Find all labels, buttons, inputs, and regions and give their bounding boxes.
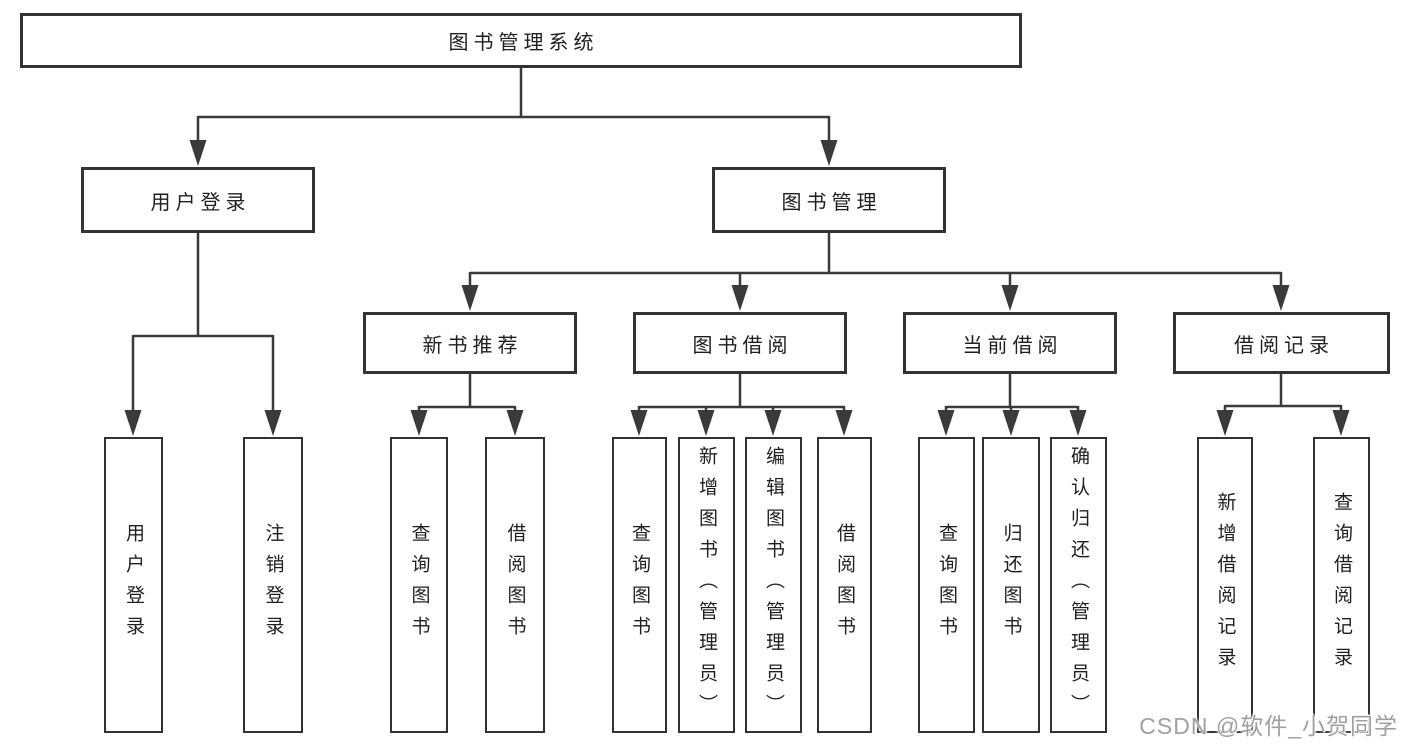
arrow-down-icon: [264, 410, 282, 436]
arrow-down-icon: [124, 410, 142, 436]
leaf-query-borrow-record: 查询借阅记录: [1313, 437, 1370, 733]
arrowheads: [124, 140, 1350, 436]
node-root: 图书管理系统: [20, 13, 1022, 68]
node-book-borrow-label: 图书借阅: [692, 334, 793, 357]
leaf-return-books: 归还图书: [982, 437, 1040, 733]
csdn-watermark: CSDN @软件_小贺同学: [1139, 713, 1398, 739]
node-new-book-recommend: 新书推荐: [363, 312, 577, 374]
leaf-borrow-books-label: 借阅图书: [834, 523, 855, 647]
leaf-query-books-recommend-label: 查询图书: [408, 523, 430, 647]
leaf-query-books-current: 查询图书: [918, 437, 975, 733]
leaf-return-books-label: 归还图书: [1000, 523, 1022, 647]
arrow-down-icon: [189, 140, 207, 166]
leaf-user-login-label: 用户登录: [123, 523, 144, 647]
node-new-book-recommend-label: 新书推荐: [422, 334, 523, 357]
arrow-down-icon: [764, 410, 782, 436]
leaf-confirm-return-admin-label: 确认归还（管理员）: [1068, 445, 1089, 725]
leaf-query-books-borrow-label: 查询图书: [629, 523, 650, 647]
leaf-query-books-current-label: 查询图书: [936, 523, 957, 647]
arrow-down-icon: [731, 285, 749, 311]
leaf-user-login: 用户登录: [104, 437, 163, 733]
leaf-add-book-admin: 新增图书（管理员）: [678, 437, 735, 733]
arrow-down-icon: [835, 410, 853, 436]
arrow-down-icon: [506, 410, 524, 436]
arrow-down-icon: [1216, 410, 1234, 436]
arrow-down-icon: [461, 285, 479, 311]
leaf-logout: 注销登录: [243, 437, 303, 733]
node-book-management-label: 图书管理: [781, 191, 882, 214]
arrow-down-icon: [1332, 410, 1350, 436]
arrow-down-icon: [410, 410, 428, 436]
node-current-borrow: 当前借阅: [903, 312, 1117, 374]
node-borrow-records: 借阅记录: [1173, 312, 1390, 374]
leaf-query-books-recommend: 查询图书: [390, 437, 448, 733]
arrow-down-icon: [1272, 285, 1290, 311]
node-user-login-label: 用户登录: [150, 191, 251, 214]
leaf-borrow-books: 借阅图书: [817, 437, 872, 733]
leaf-confirm-return-admin: 确认归还（管理员）: [1050, 437, 1107, 733]
leaf-query-books-borrow: 查询图书: [612, 437, 667, 733]
node-root-label: 图书管理系统: [448, 32, 599, 54]
node-current-borrow-label: 当前借阅: [962, 334, 1063, 357]
leaf-edit-book-admin-label: 编辑图书（管理员）: [763, 445, 784, 725]
node-book-management: 图书管理: [712, 167, 946, 233]
leaf-borrow-books-recommend: 借阅图书: [485, 437, 545, 733]
arrow-down-icon: [1002, 410, 1020, 436]
node-borrow-records-label: 借阅记录: [1234, 334, 1334, 357]
leaf-add-borrow-record-label: 新增借阅记录: [1214, 492, 1236, 678]
leaf-borrow-books-recommend-label: 借阅图书: [504, 523, 526, 647]
node-user-login: 用户登录: [81, 167, 315, 233]
leaf-add-borrow-record: 新增借阅记录: [1197, 437, 1253, 733]
arrow-down-icon: [1069, 410, 1087, 436]
arrow-down-icon: [630, 410, 648, 436]
leaf-edit-book-admin: 编辑图书（管理员）: [745, 437, 802, 733]
node-book-borrow: 图书借阅: [633, 312, 847, 374]
arrow-down-icon: [1001, 285, 1019, 311]
arrow-down-icon: [820, 140, 838, 166]
leaf-add-book-admin-label: 新增图书（管理员）: [696, 445, 717, 725]
leaf-logout-label: 注销登录: [262, 523, 284, 647]
arrow-down-icon: [697, 410, 715, 436]
arrow-down-icon: [937, 410, 955, 436]
leaf-query-borrow-record-label: 查询借阅记录: [1331, 492, 1352, 678]
